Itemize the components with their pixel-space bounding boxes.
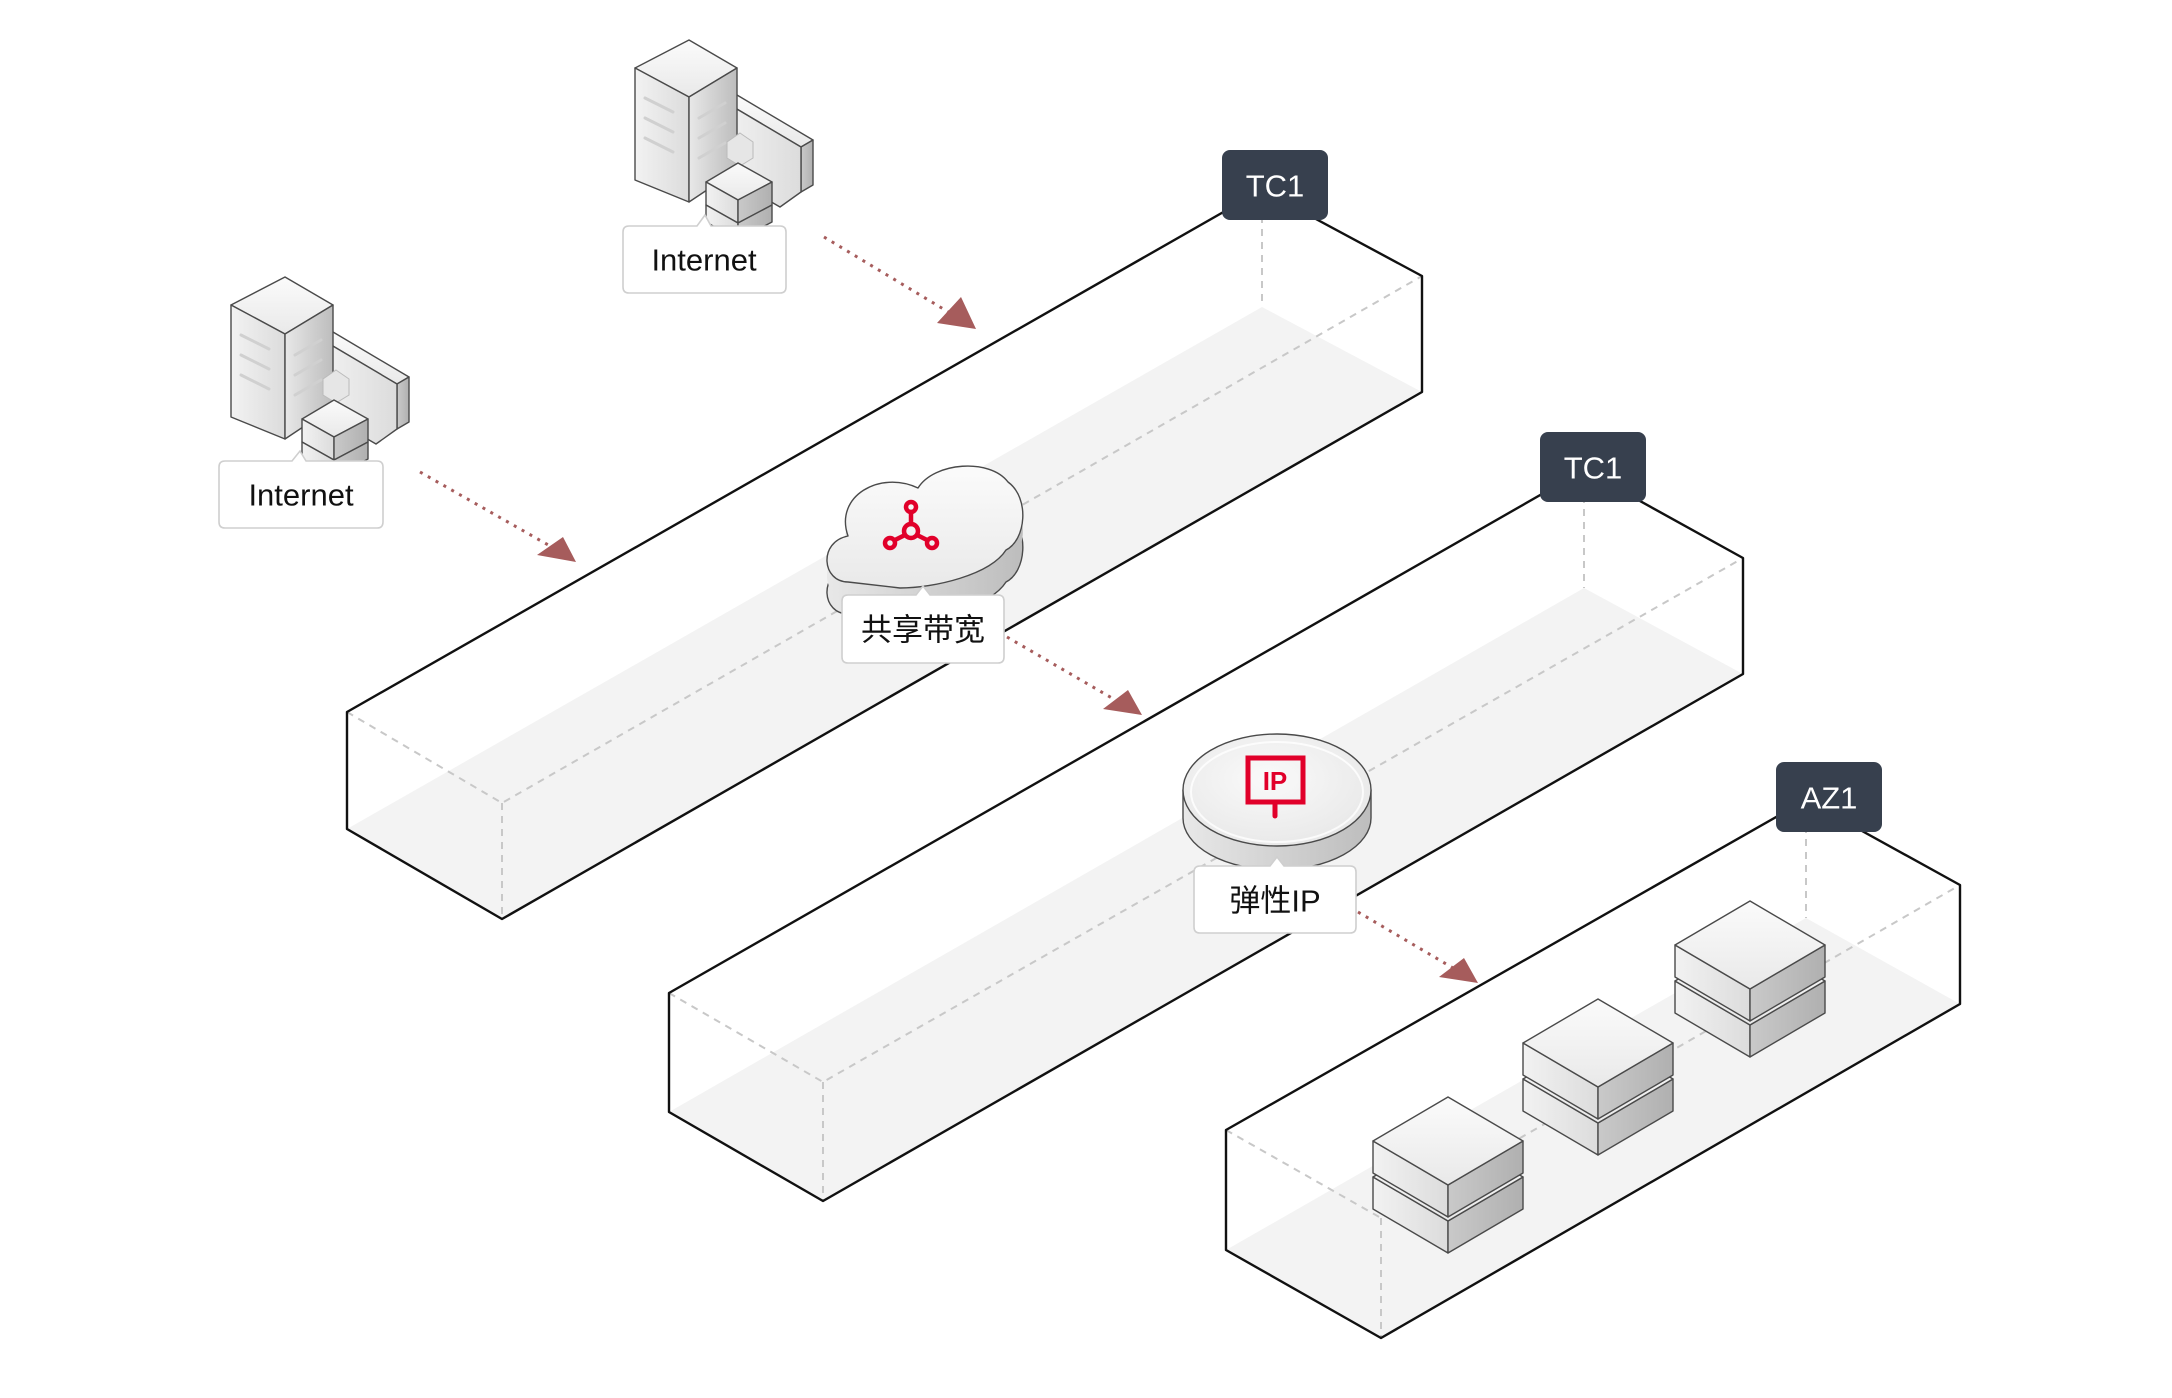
arrowhead-icon [937,297,976,329]
ip-tag-icon: IP [1182,733,1372,871]
internet-node-top[interactable] [634,39,814,241]
internet-node-left[interactable] [230,276,410,478]
shared-bandwidth-label-text: 共享带宽 [861,613,985,648]
network-hub-glyph [882,499,940,551]
flow-arrow-internet-left-to-bandwidth [419,470,576,562]
internet-label-left: Internet [218,449,384,529]
container-outline [1224,798,1962,1340]
arrowhead-icon [537,537,576,562]
building-datacenter-icon [634,39,814,241]
server-upper-slab-top-face [1674,900,1826,990]
cloud-network-hub-icon [826,465,1024,621]
elastic-ip-label-text: 弹性IP [1229,884,1320,919]
badge-text: TC1 [1564,451,1623,486]
elastic-ip-label: 弹性IP [1193,855,1357,934]
server-group [1372,900,1826,1254]
shared-bandwidth-node[interactable] [826,465,1024,621]
flow-arrow-internet-top-to-bandwidth [823,235,976,329]
server-upper-slab-top-face [1522,998,1674,1088]
server-stack-icon[interactable] [1522,998,1674,1156]
internet-label-text: Internet [248,478,354,513]
elastic-ip-node[interactable]: IP [1182,733,1372,871]
building-datacenter-icon [230,276,410,478]
container-hidden-edge [346,275,1423,805]
arrowhead-icon [1439,958,1478,983]
badge-text: TC1 [1246,169,1305,204]
internet-label-text: Internet [651,243,757,278]
flow-arrow-eip-to-servers [1357,910,1478,983]
server-stack-icon[interactable] [1674,900,1826,1058]
flow-arrow-bandwidth-to-eip [1006,635,1142,715]
internet-label-top: Internet [622,213,787,294]
ip-tag-text: IP [1263,766,1288,796]
container-badge-tc1-lower: TC1 [1540,432,1646,502]
container-outline [345,188,1424,921]
container-badge-az1: AZ1 [1776,762,1882,832]
arrowhead-icon [1103,690,1142,715]
server-stack-icon[interactable] [1372,1096,1524,1254]
shared-bandwidth-label: 共享带宽 [841,584,1005,664]
badge-text: AZ1 [1801,781,1858,816]
container-badge-tc1-upper: TC1 [1222,150,1328,220]
server-upper-slab-top-face [1372,1096,1524,1186]
container-outline [667,468,1745,1203]
